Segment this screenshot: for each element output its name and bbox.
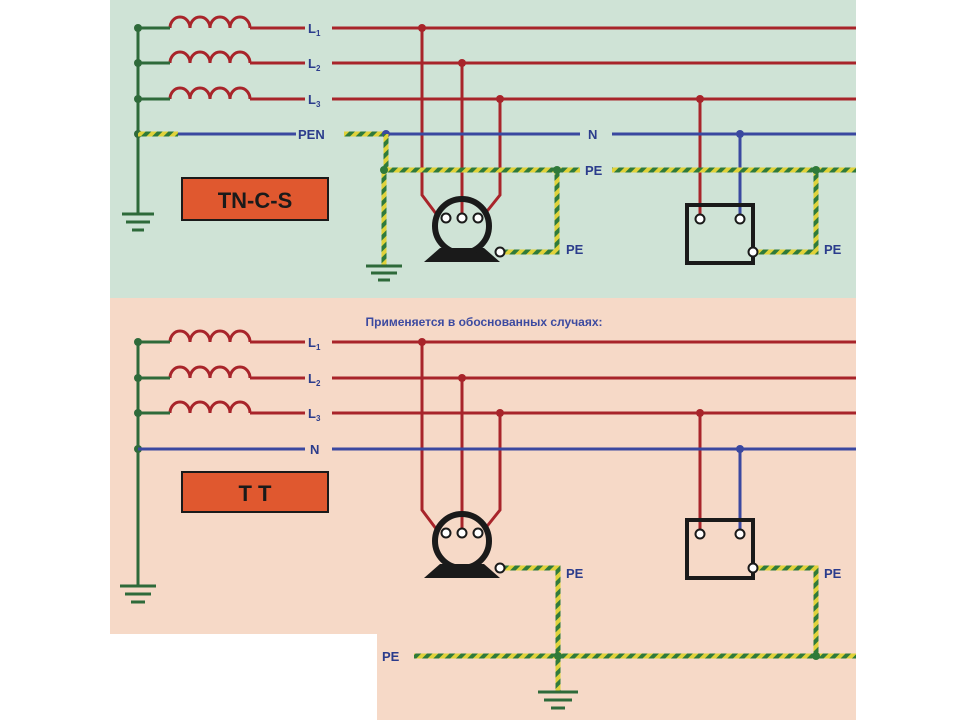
label-l2-bottom: L — [308, 371, 316, 386]
label-l1-bottom: L — [308, 335, 316, 350]
pe-to-load-top — [754, 170, 819, 255]
svg-text:L1: L1 — [308, 21, 321, 38]
svg-text:L3: L3 — [308, 92, 321, 109]
motor-top-phase-drop-1 — [420, 28, 439, 216]
scheme-badge-tt — [181, 471, 329, 513]
motor-top-icon — [424, 196, 506, 262]
scheme-badge-tt-text: T T — [239, 481, 273, 506]
label-pe-load-bottom: PE — [824, 566, 842, 581]
pe-from-motor-bottom — [500, 565, 561, 656]
label-n-bottom: N — [310, 442, 319, 457]
label-pe-line-bottom: PE — [382, 649, 400, 664]
label-l1-top: L — [308, 21, 316, 36]
transformer-coil-l2-bottom — [168, 365, 252, 379]
transformer-coil-l1 — [168, 15, 252, 29]
tt-scheme: Применяется в обоснованных случаях: — [120, 315, 856, 710]
source-earth-top — [122, 212, 154, 232]
label-n-top: N — [588, 127, 597, 142]
motor-top-phase-drop-3 — [482, 99, 502, 216]
label-pen: PEN — [298, 127, 325, 142]
scheme-badge-tncs-text: TN-C-S — [218, 188, 293, 213]
svg-text:L2: L2 — [308, 371, 321, 388]
label-l3-top: L — [308, 92, 316, 107]
svg-text:L1: L1 — [308, 335, 321, 352]
label-l3-top-sub: 3 — [316, 100, 321, 109]
transformer-coil-l2 — [168, 50, 252, 64]
transformer-coil-l3 — [168, 86, 252, 100]
label-l3-bottom: L — [308, 406, 316, 421]
bottom-panel-background — [110, 298, 856, 720]
source-earth-bottom — [120, 584, 156, 604]
transformer-coil-l3-bottom — [168, 400, 252, 414]
scheme-badge-tncs — [181, 177, 329, 221]
motor-bottom-phase-drop-1 — [420, 342, 439, 531]
pe-to-motor-top — [500, 170, 560, 255]
label-pe-motor-bottom: PE — [566, 566, 584, 581]
tn-c-s-scheme: TN-C-S L1 L2 L3 PEN N PE PE PE — [122, 15, 856, 282]
label-pe-line-top: PE — [585, 163, 603, 178]
label-l2-top: L — [308, 56, 316, 71]
label-pe-motor-top: PE — [566, 242, 584, 257]
pe-earth-top — [366, 264, 402, 282]
pe-from-load-bottom — [754, 565, 819, 656]
label-l1-bottom-sub: 1 — [316, 343, 321, 352]
label-l2-bottom-sub: 2 — [316, 379, 321, 388]
motor-bottom-phase-drop-3 — [482, 413, 502, 531]
pe-earth-bottom — [538, 690, 578, 710]
svg-text:L2: L2 — [308, 56, 321, 73]
load-bottom-icon — [685, 518, 759, 580]
label-l1-top-sub: 1 — [316, 29, 321, 38]
load-top-icon — [685, 203, 759, 265]
label-l2-top-sub: 2 — [316, 64, 321, 73]
label-pe-load-top: PE — [824, 242, 842, 257]
transformer-coil-l1-bottom — [168, 329, 252, 343]
motor-bottom-icon — [424, 511, 506, 578]
svg-text:L3: L3 — [308, 406, 321, 423]
label-l3-bottom-sub: 3 — [316, 414, 321, 423]
tt-caption: Применяется в обоснованных случаях: — [365, 315, 602, 329]
